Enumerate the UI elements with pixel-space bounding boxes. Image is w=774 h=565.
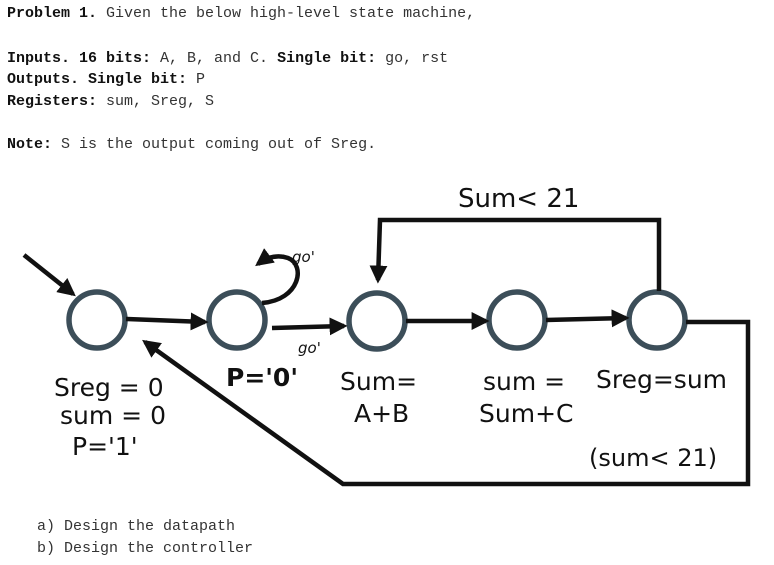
s3-line-1: sum = — [483, 367, 565, 396]
note-label: Note: — [7, 136, 53, 153]
self-loop-s1 — [255, 248, 300, 306]
s0-line-2: sum = 0 — [60, 401, 166, 430]
s3-line-2: Sum+C — [479, 399, 573, 428]
note-line: Note: S is the output coming out of Sreg… — [7, 136, 376, 154]
arrow-s0-s1 — [125, 312, 209, 331]
inputs-label: Inputs. — [7, 50, 71, 67]
back-condition-label: (sum< 21) — [589, 444, 717, 472]
outputs-label: Outputs. Single bit: — [7, 71, 188, 88]
inputs-16bit-label: 16 bits: — [70, 50, 152, 67]
s4-label: Sreg=sum — [596, 365, 727, 394]
state-4-circle — [626, 289, 688, 351]
return-path-s4-s0 — [142, 319, 751, 487]
top-loop-label: Sum< 21 — [458, 184, 579, 214]
inputs-single-value: go, rst — [376, 50, 449, 67]
outputs-line: Outputs. Single bit: P — [7, 71, 205, 89]
state-2-circle — [346, 290, 408, 352]
inputs-16bit-value: A, B, and C. — [151, 50, 269, 67]
registers-label: Registers: — [7, 93, 98, 110]
arrow-s3-s4 — [545, 309, 630, 328]
self-loop-label: go' — [292, 248, 315, 266]
registers-value: sum, Sreg, S — [97, 93, 215, 110]
outputs-value: P — [187, 71, 206, 88]
state-3-circle — [486, 289, 548, 351]
question-b: b) Design the controller — [37, 540, 254, 557]
inputs-single-label: Single bit: — [268, 50, 377, 67]
note-text: S is the output coming out of Sreg. — [52, 136, 377, 153]
problem-line: Problem 1. Given the below high-level st… — [7, 5, 475, 23]
problem-label: Problem 1. — [7, 5, 98, 22]
s2-line-1: Sum= — [340, 367, 417, 396]
transition-go-label: go' — [298, 339, 321, 357]
question-a: a) Design the datapath — [37, 518, 236, 535]
state-1-circle — [206, 289, 268, 351]
loop-s4-s2 — [369, 217, 662, 291]
s2-line-2: A+B — [354, 399, 409, 428]
inputs-line: Inputs. 16 bits: A, B, and C. Single bit… — [7, 50, 448, 68]
problem-text: Given the below high-level state machine… — [97, 5, 476, 22]
state-0-circle — [66, 289, 128, 351]
initial-arrow — [22, 253, 76, 297]
s0-line-3: P='1' — [72, 432, 138, 461]
s1-label: P='0' — [226, 363, 298, 392]
arrow-s1-s2 — [271, 317, 348, 336]
registers-line: Registers: sum, Sreg, S — [7, 93, 214, 111]
s0-line-1: Sreg = 0 — [54, 373, 164, 402]
